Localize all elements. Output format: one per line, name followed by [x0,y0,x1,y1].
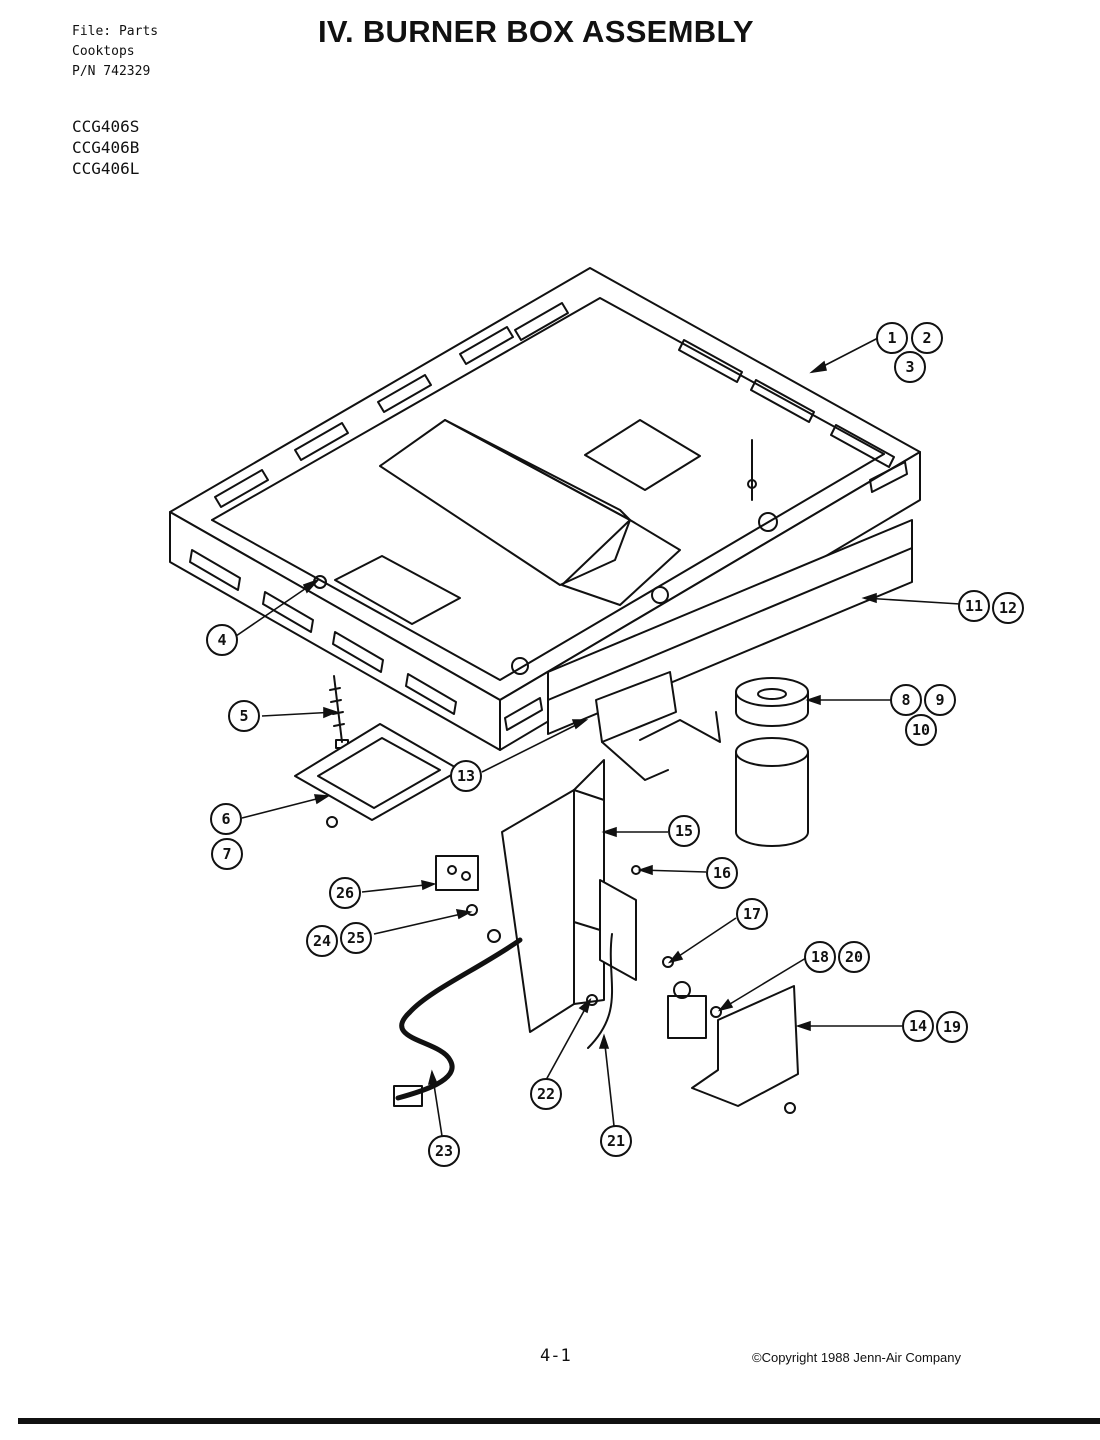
svg-text:19: 19 [943,1018,961,1036]
svg-text:13: 13 [457,767,475,785]
callout-14: 14 [902,1010,934,1042]
svg-text:10: 10 [912,721,930,739]
file-info: File: Parts Cooktops P/N 742329 [72,22,158,82]
callout-22: 22 [530,1078,562,1110]
svg-text:22: 22 [537,1085,555,1103]
receptacle [435,855,479,891]
svg-text:15: 15 [675,822,693,840]
callout-17: 17 [736,898,768,930]
callout-6: 6 [210,803,242,835]
spark-module [667,981,799,1114]
burner-box-tray [169,267,921,781]
svg-text:8: 8 [901,691,910,709]
svg-text:24: 24 [313,932,331,950]
svg-text:20: 20 [845,948,863,966]
callout-13: 13 [450,760,482,792]
copyright-notice: ©Copyright 1988 Jenn-Air Company [752,1350,962,1365]
callout-7: 7 [211,838,243,870]
callout-3: 3 [894,351,926,383]
callouts: 1 2 3 4 5 6 7 8 9 10 11 12 13 14 15 16 1… [206,322,1024,1167]
ignitor-bracket [501,759,637,1033]
callout-24: 24 [306,925,338,957]
svg-text:7: 7 [222,845,231,863]
model-number: CCG406S [72,117,140,136]
ground-wire [586,933,613,1049]
callout-21: 21 [600,1125,632,1157]
callout-16: 16 [706,857,738,889]
file-line: Cooktops [72,44,135,59]
callout-26: 26 [329,877,361,909]
callout-10: 10 [905,714,937,746]
svg-text:9: 9 [935,691,944,709]
callout-1: 1 [876,322,908,354]
callout-5: 5 [228,700,260,732]
model-number: CCG406B [72,138,140,157]
svg-text:6: 6 [221,810,230,828]
svg-text:21: 21 [607,1132,625,1150]
screw [710,1006,722,1018]
access-plate [294,723,461,828]
callout-18: 18 [804,941,836,973]
callout-20: 20 [838,941,870,973]
callout-8: 8 [890,684,922,716]
jar-and-cap [735,677,809,847]
file-line: P/N 742329 [72,64,151,79]
svg-text:2: 2 [922,329,931,347]
leader-lines [235,337,961,1137]
svg-text:5: 5 [239,707,248,725]
bottom-rule [18,1418,1100,1424]
svg-text:23: 23 [435,1142,453,1160]
model-list: CCG406S CCG406B CCG406L [72,116,139,179]
svg-text:14: 14 [909,1017,927,1035]
callout-9: 9 [924,684,956,716]
callout-12: 12 [992,592,1024,624]
model-number: CCG406L [72,159,140,178]
callout-23: 23 [428,1135,460,1167]
svg-text:18: 18 [811,948,829,966]
file-line: File: Parts [72,24,159,39]
page-number: 4-1 [540,1346,571,1366]
screw [466,904,478,916]
callout-11: 11 [958,590,990,622]
callout-15: 15 [668,815,700,847]
svg-text:26: 26 [336,884,354,902]
callout-25: 25 [340,922,372,954]
svg-text:25: 25 [347,929,365,947]
callout-19: 19 [936,1011,968,1043]
svg-text:11: 11 [965,597,983,615]
svg-text:1: 1 [887,329,896,347]
svg-text:4: 4 [217,631,226,649]
callout-4: 4 [206,624,238,656]
grommet [487,929,501,943]
svg-text:3: 3 [905,358,914,376]
callout-2: 2 [911,322,943,354]
page-title: IV. BURNER BOX ASSEMBLY [318,14,754,49]
svg-text:16: 16 [713,864,731,882]
svg-text:12: 12 [999,599,1017,617]
power-cord [393,937,523,1107]
svg-text:17: 17 [743,905,761,923]
